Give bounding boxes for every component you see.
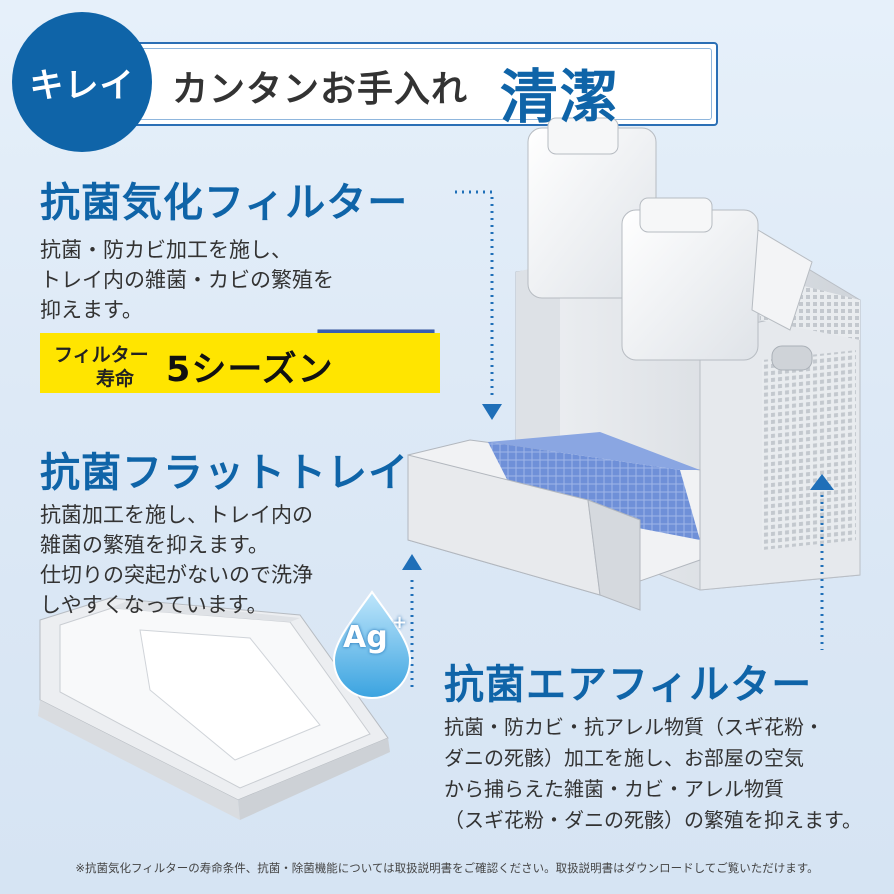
filter-desc-line: 抗菌・防カビ加工を施し、	[40, 238, 292, 262]
arrow-up-icon	[402, 554, 422, 570]
guide-arrows	[410, 190, 824, 690]
air-desc-line: 抗菌・防カビ・抗アレル物質（スギ花粉・	[444, 715, 824, 739]
ag-label: Ag	[343, 620, 388, 655]
air-desc-line: ダニの死骸）加工を施し、お部屋の空気	[444, 746, 804, 770]
filter-life-badge	[40, 333, 440, 393]
water-drop-icon	[332, 590, 412, 699]
filter-tray	[407, 432, 701, 611]
tray-desc-line: しやすくなっています。	[40, 593, 268, 617]
tray-description: 抗菌加工を施し、トレイ内の 雑菌の繁殖を抑えます。 仕切りの突起がないので洗浄 …	[40, 500, 313, 620]
air-filter-title: 抗菌エアフィルター	[444, 662, 813, 708]
humidifier-unit	[515, 117, 861, 591]
header-subtitle: カンタンお手入れ	[172, 69, 469, 110]
air-desc-line: （スギ花粉・ダニの死骸）の繁殖を抑えます。	[444, 808, 862, 832]
air-filter-description: 抗菌・防カビ・抗アレル物質（スギ花粉・ ダニの死骸）加工を施し、お部屋の空気 か…	[444, 712, 862, 836]
filter-desc-line: トレイ内の雑菌・カビの繁殖を	[40, 268, 334, 292]
filter-desc-line: 抑えます。	[40, 298, 143, 322]
tray-desc-line: 雑菌の繁殖を抑えます。	[40, 533, 269, 557]
header-banner	[122, 42, 718, 126]
filter-life-label-1: フィルター	[54, 344, 149, 366]
header-headline: 清潔	[500, 63, 621, 131]
filter-life-label-2: 寿命	[96, 368, 135, 390]
kirei-badge: キレイ	[12, 12, 152, 152]
arrow-down-icon	[482, 404, 502, 420]
arrow-up-icon	[810, 474, 834, 490]
flat-tray	[38, 597, 390, 820]
tray-desc-line: 仕切りの突起がないので洗浄	[40, 563, 313, 587]
kirei-badge-label: キレイ	[29, 65, 135, 106]
tray-title: 抗菌フラットトレイ	[40, 450, 409, 496]
tray-desc-line: 抗菌加工を施し、トレイ内の	[40, 503, 313, 527]
air-desc-line: から捕らえた雑菌・カビ・アレル物質	[444, 777, 784, 801]
filter-title: 抗菌気化フィルター	[40, 180, 409, 226]
filter-description: 抗菌・防カビ加工を施し、 トレイ内の雑菌・カビの繁殖を 抑えます。	[40, 235, 334, 325]
ag-superscript: +	[392, 612, 408, 633]
filter-life-value: 5シーズン	[166, 350, 334, 390]
footnote: ※抗菌気化フィルターの寿命条件、抗菌・除菌機能については取扱説明書をご確認くださ…	[75, 861, 819, 875]
